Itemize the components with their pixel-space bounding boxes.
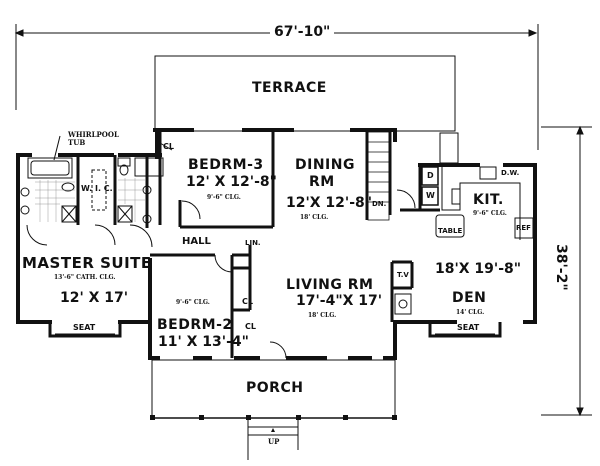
- master-suite-ceiling: 13'-6" CATH. CLG.: [54, 274, 116, 281]
- living-room-size: 17'-4"X 17': [296, 293, 383, 309]
- bedroom2-closet-2-label: CL: [245, 322, 256, 331]
- bedroom2-label: BEDRM-2: [157, 317, 233, 333]
- kitchen-ceiling: 9'-6" CLG.: [473, 210, 507, 217]
- den-size: 18'X 19'-8": [435, 261, 522, 277]
- master-seat-label: SEAT: [73, 323, 96, 332]
- master-suite-label: MASTER SUITE: [22, 254, 152, 272]
- kitchen-label: KIT.: [473, 192, 504, 208]
- dining-room-size: 12'X 12'-8": [286, 195, 373, 211]
- den-label: DEN: [452, 290, 487, 306]
- overall-depth-label: 38'-2": [553, 240, 569, 295]
- whirlpool-label: WHIRLPOOL: [68, 130, 119, 139]
- dishwasher-label: D.W.: [501, 169, 520, 177]
- bedroom2-ceiling: 9'-6" CLG.: [176, 299, 210, 306]
- living-room-label: LIVING RM: [286, 277, 374, 293]
- bedroom3-closet-label: CL: [163, 142, 174, 151]
- walk-in-closet-label: W. I. C.: [81, 184, 113, 193]
- porch-steps-up-label: UP: [268, 437, 280, 446]
- linen-closet-label: LIN.: [245, 239, 261, 247]
- porch-label: PORCH: [246, 380, 304, 396]
- master-suite-size: 12' X 17': [60, 290, 129, 306]
- dining-room-label-2: RM: [309, 174, 335, 190]
- den-ceiling: 14' CLG.: [456, 309, 485, 316]
- bedroom3-ceiling: 9'-6" CLG.: [207, 194, 241, 201]
- stair-down-label: DN.: [372, 200, 387, 208]
- living-room-ceiling: 18' CLG.: [308, 312, 337, 319]
- den-seat-label: SEAT: [457, 323, 480, 332]
- dining-room-label-1: DINING: [295, 157, 355, 173]
- dining-room-ceiling: 18' CLG.: [300, 214, 329, 221]
- dryer-label: D: [427, 171, 434, 180]
- bedroom3-size: 12' X 12'-8": [186, 174, 277, 190]
- overall-width-label: 67'-10": [270, 25, 335, 39]
- tv-label: T.V: [397, 271, 409, 279]
- depth-dimension-line: [541, 125, 592, 417]
- table-label: TABLE: [438, 227, 463, 235]
- bedroom2-size: 11' X 13'-4": [158, 334, 249, 350]
- bedroom3-label: BEDRM-3: [188, 157, 264, 173]
- terrace-label: TERRACE: [252, 80, 327, 96]
- tub-label: TUB: [68, 138, 86, 147]
- hall-label: HALL: [182, 236, 211, 247]
- washer-label: W: [426, 191, 435, 200]
- refrigerator-label: REF: [516, 224, 531, 232]
- bedroom2-closet-1-label: CL: [242, 297, 253, 306]
